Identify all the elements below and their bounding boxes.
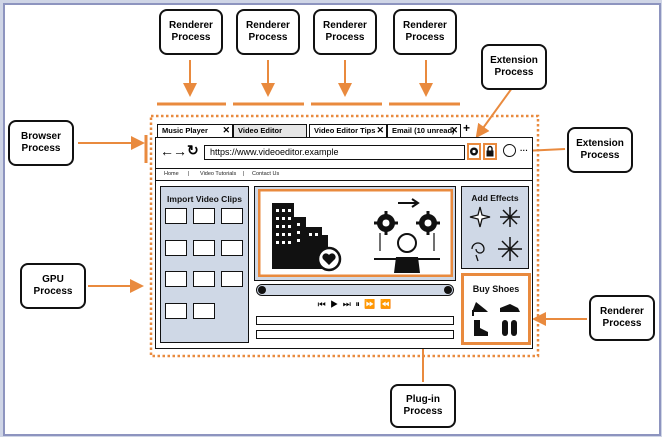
- nav-link-contact-us[interactable]: Contact Us: [252, 171, 280, 177]
- gears-person-icon: [374, 198, 440, 273]
- buy-shoes-panel[interactable]: [461, 273, 531, 345]
- lock-icon: [486, 145, 494, 157]
- profile-avatar-icon[interactable]: [503, 144, 516, 157]
- shoe-icons: [472, 302, 520, 336]
- clip-thumbnail[interactable]: [193, 240, 215, 256]
- clip-thumbnail[interactable]: [165, 271, 187, 287]
- window-dotted-outline: [149, 114, 540, 358]
- back-arrow-icon[interactable]: ←: [160, 143, 174, 159]
- plugin-process-label: Plug-in Process: [390, 384, 456, 428]
- nav-divider-bottom: [155, 180, 533, 181]
- tab-label: Email (10 unread): [392, 126, 455, 135]
- nav-separator: |: [188, 171, 190, 177]
- sneaker-icon: [500, 304, 520, 312]
- nav-link-video-tutorials[interactable]: Video Tutorials: [200, 171, 237, 177]
- extension-button-2[interactable]: [483, 143, 497, 160]
- clip-thumbnail[interactable]: [165, 240, 187, 256]
- clip-thumbnail[interactable]: [165, 208, 187, 224]
- renderer-process-label-2: Renderer Process: [236, 9, 300, 55]
- nav-divider-top: [155, 168, 533, 169]
- high-heel-icon: [472, 302, 488, 316]
- renderer-process-label-1: Renderer Process: [159, 9, 223, 55]
- burst-icon: [500, 207, 520, 227]
- tab-video-editor-tips[interactable]: Video Editor Tips ✕: [309, 124, 387, 138]
- clip-thumbnail[interactable]: [221, 271, 243, 287]
- video-preview: [258, 189, 453, 277]
- effects-icons: [469, 206, 522, 262]
- tab-label: Video Editor: [238, 126, 283, 135]
- close-icon[interactable]: ✕: [222, 125, 230, 135]
- buy-shoes-title: Buy Shoes: [472, 284, 520, 294]
- timeline-track[interactable]: [256, 284, 454, 296]
- track-bar-1[interactable]: [256, 316, 454, 325]
- renderer-process-label-3: Renderer Process: [313, 9, 377, 55]
- tab-video-editor[interactable]: Video Editor: [233, 124, 307, 138]
- timeline-start-handle[interactable]: [258, 286, 266, 294]
- reload-icon[interactable]: ↻: [187, 142, 199, 158]
- nav-link-home[interactable]: Home: [164, 171, 179, 177]
- clip-thumbnail[interactable]: [193, 271, 215, 287]
- close-icon[interactable]: ✕: [450, 125, 458, 135]
- sparkle-icon: [469, 206, 491, 228]
- browser-process-label: Browser Process: [8, 120, 74, 166]
- player-controls[interactable]: ⏮ ▶ ⏭ ⏸ ⏩ ⏪: [317, 299, 393, 309]
- clip-thumbnail[interactable]: [221, 240, 243, 256]
- extension-cog-icon: [470, 147, 478, 156]
- clip-thumbnail[interactable]: [193, 208, 215, 224]
- extension-process-label-1: Extension Process: [481, 44, 547, 90]
- effects-title: Add Effects: [471, 193, 519, 203]
- timeline-end-handle[interactable]: [444, 286, 452, 294]
- forward-arrow-icon[interactable]: →: [173, 143, 187, 159]
- tab-label: Music Player: [162, 126, 208, 135]
- effects-panel: [461, 186, 529, 269]
- import-clips-title: Import Video Clips: [167, 194, 242, 204]
- boot-icon: [474, 320, 488, 336]
- clip-thumbnail[interactable]: [165, 303, 187, 319]
- tab-email[interactable]: Email (10 unread) ✕: [387, 124, 461, 138]
- nav-separator: |: [243, 171, 245, 177]
- renderer-process-label-5: Renderer Process: [589, 295, 655, 341]
- address-bar[interactable]: https://www.videoeditor.example: [204, 145, 465, 160]
- close-icon[interactable]: ✕: [376, 125, 384, 135]
- new-tab-button[interactable]: +: [463, 121, 471, 135]
- gpu-process-label: GPU Process: [20, 263, 86, 309]
- clip-thumbnail[interactable]: [193, 303, 215, 319]
- slipper-icon: [502, 320, 517, 336]
- renderer-process-label-4: Renderer Process: [393, 9, 457, 55]
- extension-arrow-1: [475, 87, 513, 139]
- track-bar-2[interactable]: [256, 330, 454, 339]
- menu-dots-icon[interactable]: ···: [520, 146, 528, 155]
- swirl-icon: [471, 242, 485, 262]
- tab-label: Video Editor Tips: [314, 126, 376, 135]
- tab-music-player[interactable]: Music Player ✕: [157, 124, 233, 138]
- firework-icon: [498, 237, 522, 261]
- clip-thumbnail[interactable]: [221, 208, 243, 224]
- extension-button-1[interactable]: [467, 143, 481, 160]
- city-buildings-icon: [272, 203, 342, 272]
- extension-process-label-2: Extension Process: [567, 127, 633, 173]
